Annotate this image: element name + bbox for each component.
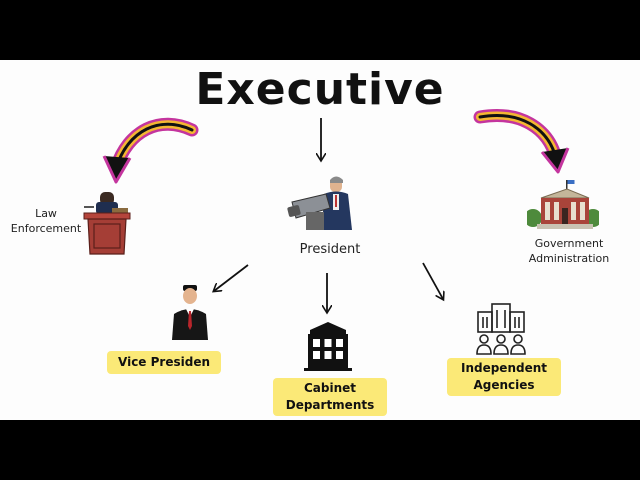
president-speaking-icon xyxy=(287,176,352,230)
independent-agencies-box: Independent Agencies xyxy=(447,358,561,396)
connectors xyxy=(102,109,570,420)
curved-arrow-right xyxy=(473,109,570,174)
podium-icon xyxy=(83,192,131,255)
president-label: President xyxy=(299,242,361,257)
building-icon xyxy=(304,322,352,371)
curved-arrow-left xyxy=(102,117,199,184)
agencies-icon xyxy=(476,303,526,355)
law-enforcement-label: Law Enforcement xyxy=(10,207,82,235)
person-icon xyxy=(172,285,208,340)
cabinet-departments-box: Cabinet Departments xyxy=(273,378,387,416)
arrow-president-to-agencies xyxy=(422,262,443,299)
diagram-canvas: Executive xyxy=(0,60,640,420)
arrow-president-to-vice-president xyxy=(214,264,249,291)
vice-president-box: Vice Presiden xyxy=(107,351,221,374)
government-administration-label: Government Administration xyxy=(528,237,610,265)
government-building-icon xyxy=(527,180,599,229)
diagram-title: Executive xyxy=(195,64,445,115)
